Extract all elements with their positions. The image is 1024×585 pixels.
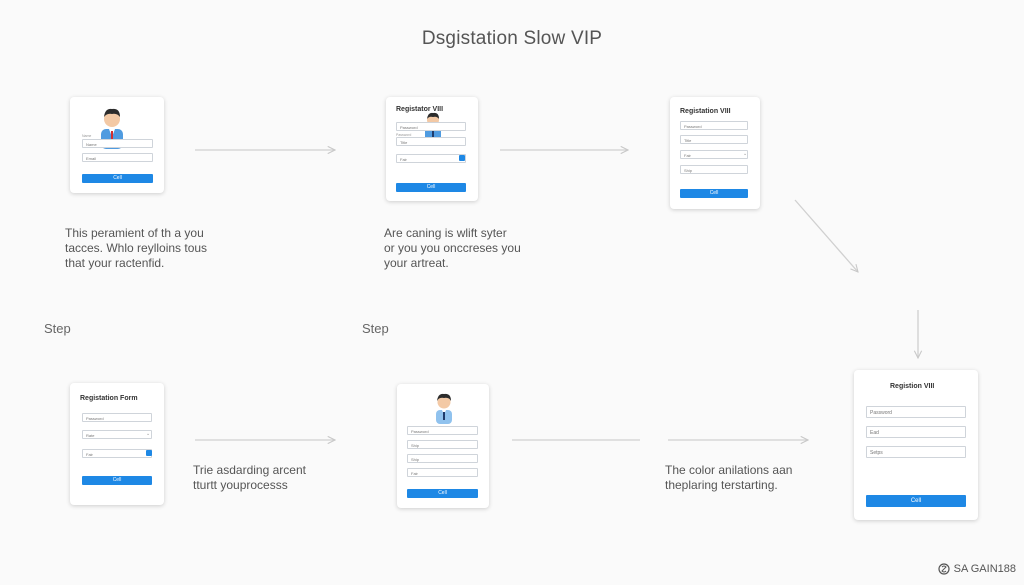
footer-watermark: SA GAIN188 (938, 563, 1016, 575)
field-password[interactable]: Password (866, 406, 966, 418)
field-title[interactable]: Title (680, 135, 748, 144)
form-card-2: Registator VIII Password Password Title … (386, 97, 478, 201)
user-avatar-icon (436, 393, 452, 424)
field-title[interactable]: Title (396, 137, 466, 146)
submit-button[interactable]: Cell (82, 476, 152, 485)
step-label-2: Step (362, 321, 389, 336)
field-password[interactable]: Password (82, 413, 152, 422)
checkbox[interactable] (459, 155, 465, 161)
card-title: Registation VIII (680, 108, 731, 115)
field-fair[interactable]: Fair (407, 468, 478, 477)
field-ead[interactable]: Ead (866, 426, 966, 438)
note-step-6: The color anilations aan theplaring ters… (665, 463, 793, 492)
diagram-title: Dsgistation Slow VIP (421, 28, 603, 49)
field-ship[interactable]: Ship (680, 165, 748, 174)
chevron-down-icon: ⌄ (743, 151, 748, 157)
submit-button[interactable]: Cell (866, 495, 966, 507)
field-password[interactable]: Password (680, 121, 748, 130)
field-ship[interactable]: Ship (407, 454, 478, 463)
field-rate[interactable]: Rate (82, 430, 152, 439)
logo-icon (938, 563, 950, 575)
field-label: Name (82, 134, 92, 138)
note-step-1: This peramient of th a you tacces. Whlo … (65, 226, 208, 270)
form-card-3: Registation VIII Password Title Fair ⌄ S… (670, 97, 760, 209)
field-email[interactable]: Email (82, 153, 153, 162)
card-title: Registion VIII (890, 383, 935, 390)
card-title: Registator VIII (396, 106, 444, 113)
field-label: Password (396, 133, 412, 137)
note-step-4: Trie asdarding arcent tturtt youprocesss (193, 463, 306, 492)
note-step-2: Are caning is wlift syter or you you onc… (384, 226, 521, 270)
field-fair[interactable]: Fair (82, 449, 152, 458)
submit-button[interactable]: Cell (407, 489, 478, 498)
submit-button[interactable]: Cell (680, 189, 748, 198)
submit-button[interactable]: Cell (82, 174, 153, 183)
field-name[interactable]: Name (82, 139, 153, 148)
checkbox[interactable] (146, 450, 152, 456)
form-card-5: Password Ship Ship Fair Cell (397, 384, 489, 508)
field-ship[interactable]: Ship (407, 440, 478, 449)
card-title: Registation Form (80, 395, 138, 402)
form-card-6: Registion VIII Password Ead Setps Cell (854, 370, 978, 520)
form-card-1: Name Name Email Cell (70, 97, 164, 193)
submit-button[interactable]: Cell (396, 183, 466, 192)
footer-text: SA GAIN188 (953, 563, 1016, 575)
field-setps[interactable]: Setps (866, 446, 966, 458)
field-password[interactable]: Password (396, 122, 466, 131)
step-label-1: Step (44, 321, 71, 336)
chevron-down-icon: ⌄ (146, 431, 151, 437)
form-card-4: Registation Form Password Rate ⌄ Fair Ce… (70, 383, 164, 505)
arrow-3-diag (794, 199, 858, 272)
field-fair[interactable]: Fair (396, 154, 466, 163)
field-password[interactable]: Password (407, 426, 478, 435)
field-fair[interactable]: Fair (680, 150, 748, 159)
